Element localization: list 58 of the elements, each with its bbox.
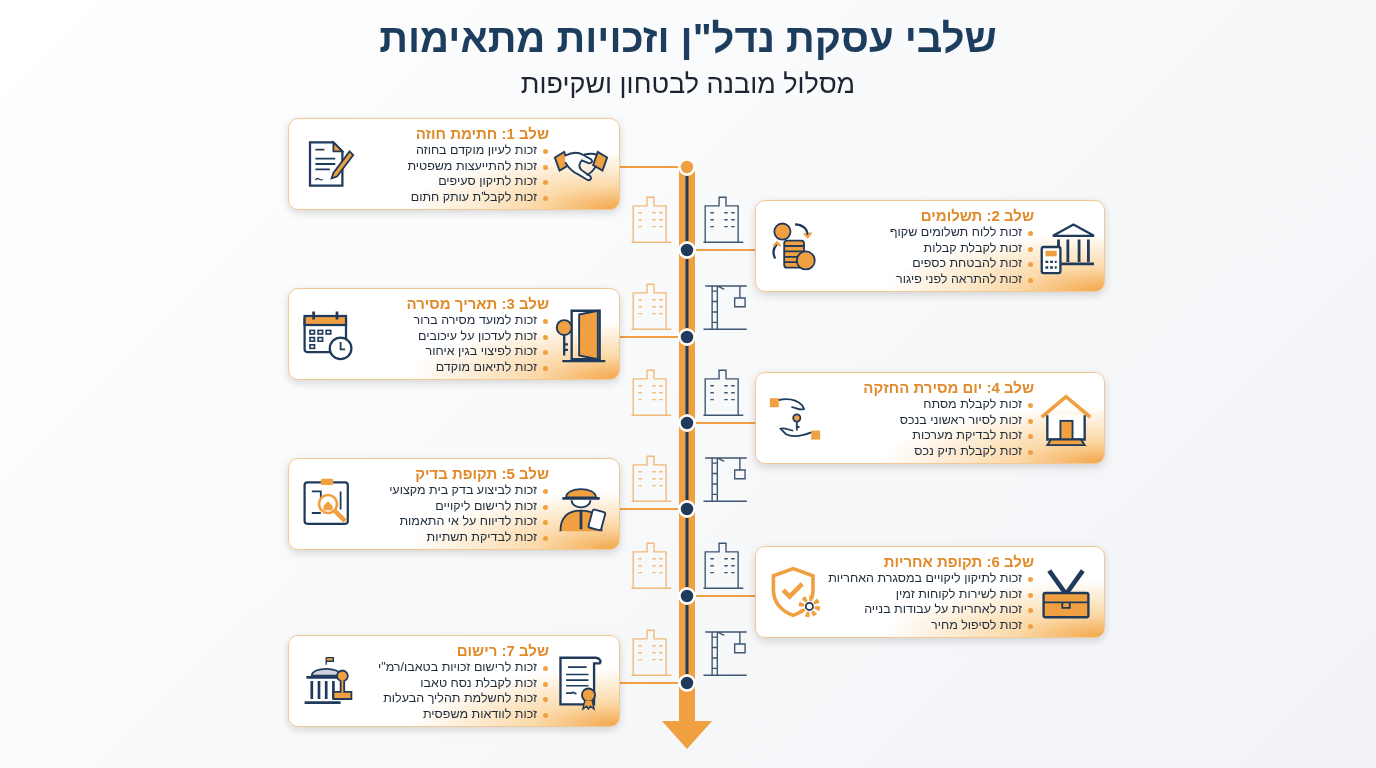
connector-line: [619, 508, 679, 510]
connector-line: [685, 346, 689, 414]
bullet-item: זכות לקבלת מסתח: [923, 397, 1034, 413]
bullet-item: זכות לרישום ליקויים: [435, 498, 549, 514]
connector-line: [695, 249, 756, 251]
bullet-item: זכות לחשלמת תהליך הבעלות: [383, 691, 549, 707]
bullet-item: זכות לדיווח על אי התאמות: [399, 514, 549, 530]
step-heading: שלב 7: רישום: [456, 642, 549, 660]
bullet-item: זכות להבטחת כספים: [912, 256, 1034, 272]
bullet-item: זכות להתראה לפני פיגור: [896, 271, 1034, 287]
step-heading: שלב 1: חתימת חוזה: [415, 125, 549, 143]
bullet-item: זכות לעדכון על עיכובים: [418, 328, 549, 344]
connector-line: [695, 595, 756, 597]
step-card: [288, 118, 620, 210]
step-card: [288, 635, 620, 727]
bullet-item: זכות לבדיקת מערכות: [912, 428, 1034, 444]
bullet-item: זכות לסיפול מחיר: [931, 617, 1034, 633]
connector-line: [685, 259, 689, 328]
connector-line: [685, 518, 689, 587]
bullet-item: זכות לביצוע בדק בית מקצועי: [389, 483, 549, 499]
step-card: [755, 200, 1105, 292]
bullet-item: זכות לסיור ראשוני בנכס: [899, 412, 1034, 428]
bullet-item: זכות לקבלת תיק נכס: [914, 443, 1034, 459]
arrow: [662, 692, 712, 749]
connector-line: [685, 432, 689, 500]
step-heading: שלב 6: תקופת אחריות: [883, 553, 1034, 571]
title: שלבי עסקת נדל"ן וזכויות מתאימות: [378, 16, 998, 61]
step-card: [288, 458, 620, 550]
step-card: [755, 546, 1105, 638]
bullet-item: זכות לשירות לקוחות זמין: [895, 586, 1034, 602]
step-heading: שלב 3: תאריך מסירה: [406, 295, 549, 313]
connector-line: [685, 176, 689, 241]
bullet-item: זכות לבדיקת תשתיות: [426, 529, 549, 545]
bullet-item: זכות לרישום זכויות בטאבו/רמ"י: [377, 660, 549, 676]
connector-line: [619, 682, 679, 684]
step-card: [288, 288, 620, 380]
bullet-item: זכות לאחריות על עבודות בנייה: [864, 602, 1034, 618]
step-card: [755, 372, 1105, 464]
step-heading: שלב 4: יום מסירת החזקה: [863, 379, 1034, 397]
bullet-item: זכות לתיקון סעיפים: [438, 174, 549, 190]
connector-line: [685, 605, 689, 674]
bullet-item: זכות לקבלת נסח טאבו: [420, 675, 549, 691]
bullet-item: זכות להתייעצות משפטית: [407, 158, 549, 174]
bullet-item: זכות לקבלת קבלות: [923, 240, 1034, 256]
bullet-item: זכות לתיקון ליקויים במסגרת האחריות: [828, 571, 1034, 587]
bullet-item: זכות ללוח תשלומים שקוף: [889, 225, 1034, 241]
connector-line: [619, 336, 679, 338]
bullet-item: זכות לוודאות משפסית: [423, 706, 549, 722]
bullet-item: זכות לפיצוי בגין איחור: [425, 344, 549, 360]
bullet-item: זכות לקבל'ת עותק חתום: [410, 189, 549, 205]
connector-line: [695, 422, 756, 424]
step-heading: שלב 5: תקופת בדיק: [415, 465, 549, 483]
connector-line: [619, 166, 679, 168]
bullet-item: זכות לתיאום מוקדם: [435, 359, 549, 375]
bullet-item: זכות למועד מסירה ברור: [413, 313, 549, 329]
step-heading: שלב 2: תשלומים: [920, 207, 1034, 225]
subtitle: מסלול מובנה לבטחון ושקיפות: [519, 69, 857, 100]
bullet-item: זכות לעיון מוקדם בחוזה: [415, 143, 549, 159]
